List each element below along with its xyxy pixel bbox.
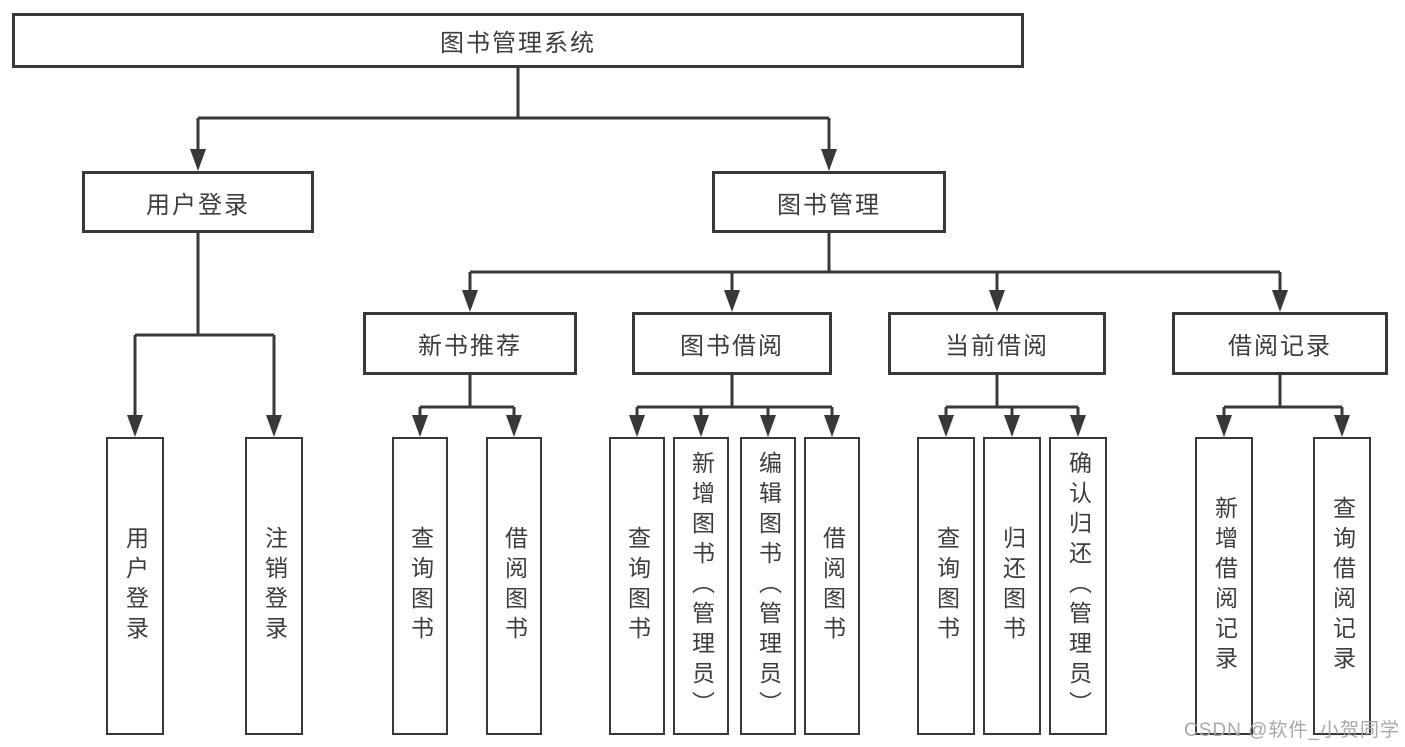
node-library-management-system: 图书管理系统 [12,13,1024,68]
arrow-down-icon [1216,415,1232,437]
arrow-down-icon [724,290,740,312]
leaf-label: 归还图书 [999,526,1026,646]
node-label: 图书借阅 [680,333,784,360]
node-label: 图书管理系统 [440,30,596,57]
node-current-borrowing: 当前借阅 [888,312,1106,375]
arrow-down-icon [462,290,478,312]
arrow-down-icon [1272,290,1288,312]
leaf-confirm-return-admin: 确认归还（管理员） [1049,437,1107,735]
node-label: 借阅记录 [1228,333,1332,360]
node-book-management: 图书管理 [712,171,946,233]
leaf-label: 注销登录 [261,526,288,646]
node-borrowing-records: 借阅记录 [1172,312,1388,375]
leaf-label: 确认归还（管理员） [1065,451,1092,721]
node-label: 图书管理 [777,191,881,219]
leaf-label: 查询借阅记录 [1329,496,1356,676]
arrow-down-icon [824,415,840,437]
leaf-recommend-borrow-books: 借阅图书 [486,437,542,735]
arrow-down-icon [629,415,645,437]
leaf-label: 查询图书 [933,526,960,646]
leaf-logout: 注销登录 [245,437,303,735]
arrow-down-icon [938,415,954,437]
arrow-down-icon [266,415,282,437]
arrow-down-icon [412,415,428,437]
leaf-add-borrow-record: 新增借阅记录 [1195,437,1253,735]
node-label: 当前借阅 [945,333,1049,360]
node-label: 用户登录 [146,191,250,219]
arrow-down-icon [760,415,776,437]
arrow-down-icon [989,290,1005,312]
arrow-down-icon [1070,415,1086,437]
leaf-label: 编辑图书（管理员） [755,451,782,721]
node-user-login: 用户登录 [82,171,314,233]
arrow-down-icon [693,415,709,437]
leaf-label: 借阅图书 [501,526,528,646]
leaf-label: 用户登录 [122,526,149,646]
arrow-down-icon [1004,415,1020,437]
leaf-edit-books-admin: 编辑图书（管理员） [740,437,796,735]
arrow-down-icon [127,415,143,437]
leaf-label: 新增借阅记录 [1211,496,1238,676]
leaf-recommend-query-books: 查询图书 [392,437,448,735]
arrow-down-icon [190,149,206,171]
leaf-query-borrow-record: 查询借阅记录 [1313,437,1371,735]
arrow-down-icon [1334,415,1350,437]
arrow-down-icon [506,415,522,437]
leaf-borrowing-borrow-books: 借阅图书 [804,437,860,735]
csdn-watermark: CSDN @软件_小贺同学 [1184,720,1400,741]
leaf-label: 查询图书 [624,526,651,646]
node-new-book-recommendation: 新书推荐 [363,312,577,375]
node-book-borrowing: 图书借阅 [632,312,832,375]
leaf-return-books: 归还图书 [983,437,1041,735]
leaf-label: 查询图书 [407,526,434,646]
node-label: 新书推荐 [418,333,522,360]
leaf-label: 借阅图书 [819,526,846,646]
arrow-down-icon [821,149,837,171]
leaf-borrowing-query-books: 查询图书 [609,437,665,735]
leaf-label: 新增图书（管理员） [688,451,715,721]
leaf-add-books-admin: 新增图书（管理员） [673,437,729,735]
leaf-current-query-books: 查询图书 [917,437,975,735]
leaf-user-login: 用户登录 [106,437,164,735]
